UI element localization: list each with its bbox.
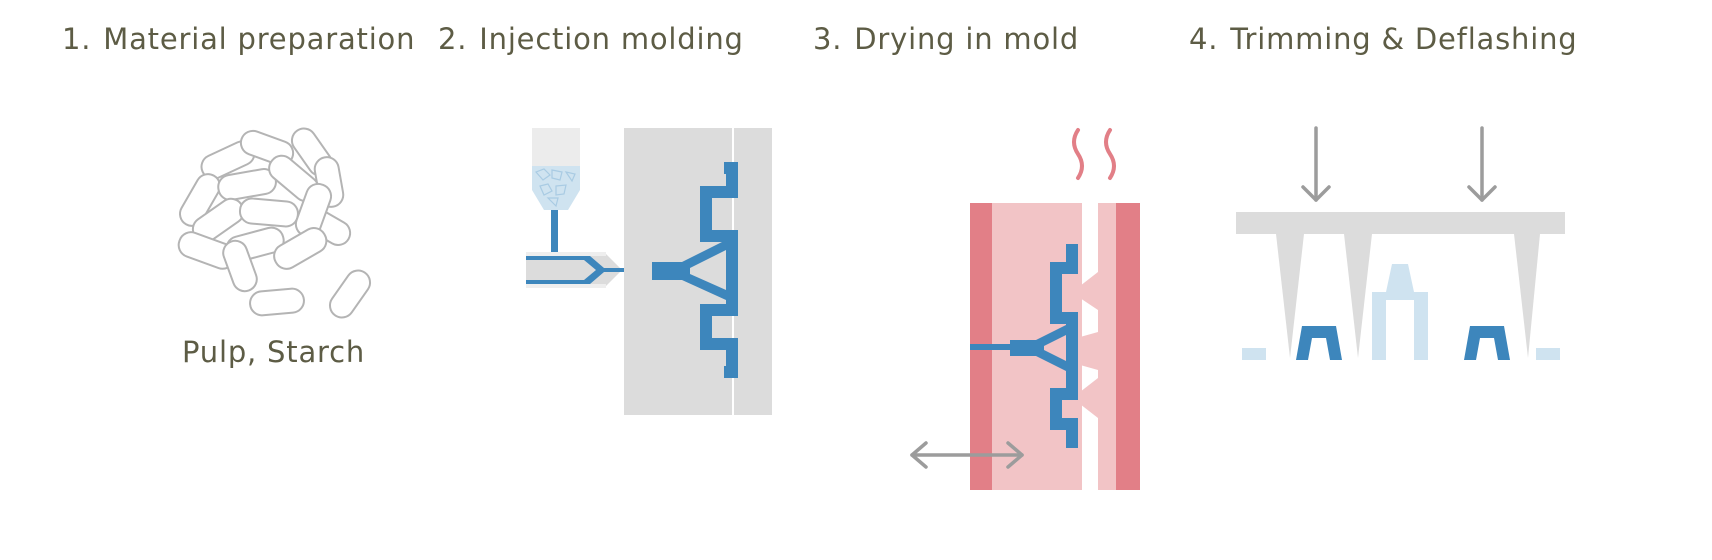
step-1-number: 1.	[62, 22, 92, 56]
pellet-pile-icon	[177, 127, 372, 319]
right-heater	[1116, 203, 1140, 490]
step-1-label: Material preparation	[103, 22, 416, 56]
material-label: Pulp, Starch	[182, 335, 366, 369]
drying-part-runner	[1010, 322, 1072, 374]
step-3-number: 3.	[813, 22, 843, 56]
step-4-label: Trimming & Deflashing	[1230, 22, 1578, 56]
step-1-title: 1. Material preparation	[62, 22, 415, 56]
double-arrow-icon	[910, 441, 1024, 469]
injection-barrel	[526, 252, 622, 288]
flash-piece	[1242, 348, 1266, 360]
flash-piece-2	[1536, 348, 1560, 360]
flash-scrap	[1372, 264, 1428, 360]
step-2-title: 2. Injection molding	[438, 22, 744, 56]
steam-icon-2	[1104, 128, 1116, 180]
trimming-diagram	[1236, 126, 1565, 360]
finished-part	[1296, 326, 1342, 360]
injection-mold	[624, 128, 772, 415]
hopper-icon	[532, 128, 580, 166]
step-4-number: 4.	[1189, 22, 1219, 56]
step-3-label: Drying in mold	[854, 22, 1080, 56]
step-2-label: Injection molding	[479, 22, 744, 56]
step-4-title: 4. Trimming & Deflashing	[1189, 22, 1577, 56]
molded-part-runner	[652, 240, 726, 300]
finished-part-2	[1464, 326, 1510, 360]
step-2-number: 2.	[438, 22, 468, 56]
molded-part	[700, 162, 738, 378]
drying-mold-diagram	[910, 128, 1140, 490]
steam-icon	[1072, 128, 1084, 180]
right-mold-half	[1098, 203, 1116, 490]
injection-machine-diagram	[526, 128, 772, 415]
trimming-cutter	[1236, 212, 1565, 358]
down-arrow-icon-2	[1467, 126, 1497, 202]
down-arrow-icon	[1301, 126, 1331, 202]
step-3-title: 3. Drying in mold	[813, 22, 1079, 56]
drying-part	[1050, 244, 1078, 448]
